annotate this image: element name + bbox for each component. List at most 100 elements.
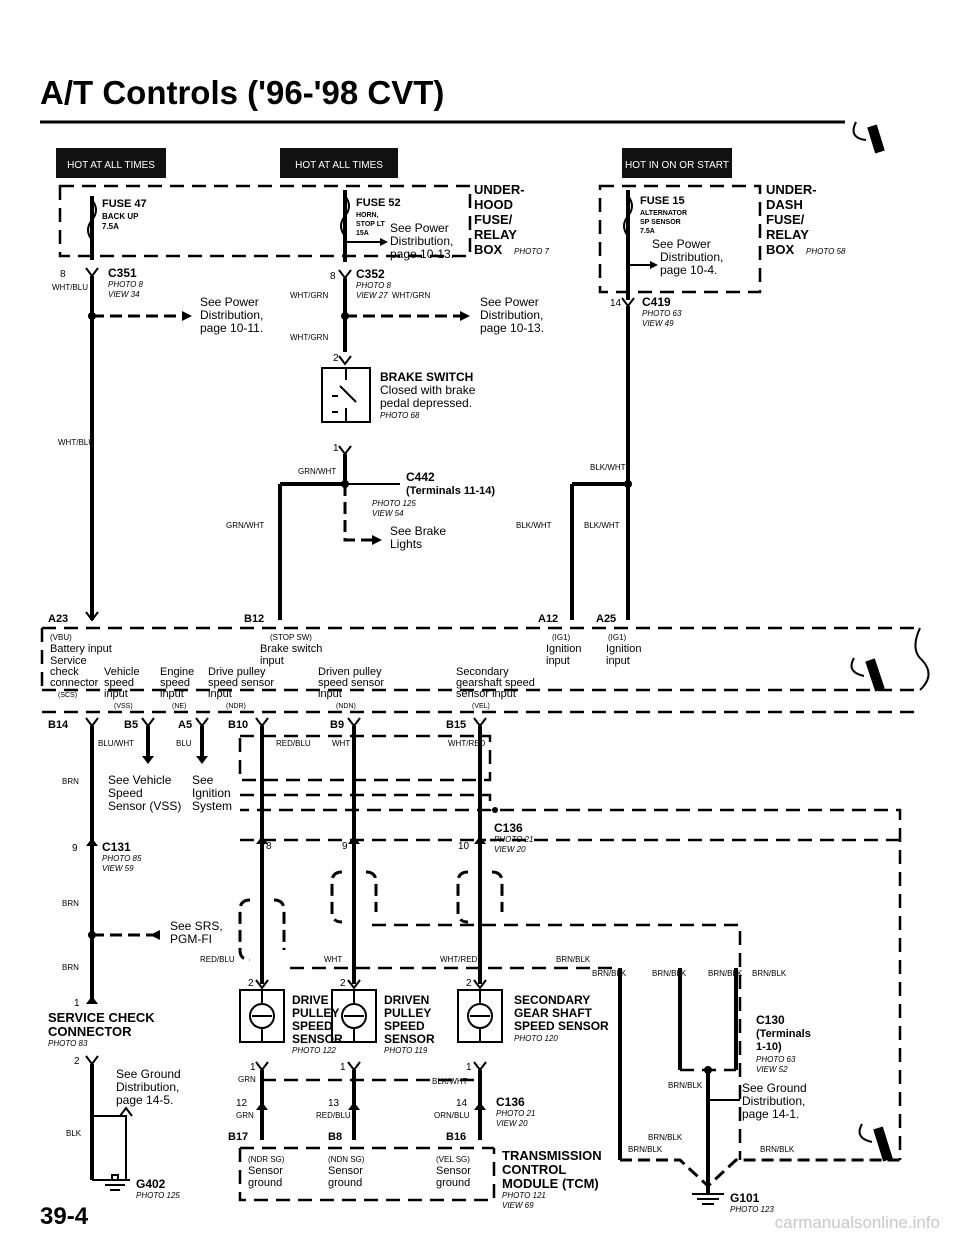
pcm-box-break [914, 627, 930, 691]
brake-pin2-symbol [338, 355, 352, 366]
ref-power-104-3: page 10-4. [660, 263, 717, 277]
fuse47-desc1: BACK UP [102, 212, 139, 221]
dash-box-l5: BOX [766, 242, 795, 257]
page-title: A/T Controls ('96-'98 CVT) [40, 74, 444, 111]
drive-sensor-l1: DRIVE [292, 993, 329, 1007]
c419-photo: PHOTO 63 [642, 309, 682, 318]
ref-power-a-3: page 10-13. [390, 247, 454, 261]
wire-wht-blu-top: WHT/BLU [52, 283, 88, 292]
pcm-pin-a23: A23 [48, 613, 68, 625]
brake-pin1-symbol [338, 445, 352, 456]
c351-photo: PHOTO 8 [108, 280, 144, 289]
pin-8: 8 [266, 841, 272, 852]
shield-drain-1 [500, 808, 902, 1160]
hood-box-l1: UNDER- [474, 182, 525, 197]
ground-branch-arrow-icon [119, 1106, 133, 1117]
c136b-name: C136 [496, 1095, 525, 1109]
pin9-symbol [348, 836, 360, 844]
wire-grn-1: GRN [238, 1075, 256, 1084]
c352-name: C352 [356, 267, 385, 281]
c419-pin: 14 [610, 298, 622, 309]
twist-drive-1 [238, 898, 251, 962]
ref-srs-2: PGM-FI [170, 932, 212, 946]
b5-arrow-icon [142, 756, 154, 764]
wire-brn-blk-6: BRN/BLK [668, 1081, 703, 1090]
svc-pin2-symbol [85, 1055, 99, 1066]
wire-blk-wht-3: BLK/WHT [584, 521, 620, 530]
ref-power-b-1: See Power [480, 295, 539, 309]
pin14-symbol [474, 1102, 486, 1110]
dash-box-l1: UNDER- [766, 182, 817, 197]
fuse52-desc1: HORN, [356, 212, 379, 219]
twist-driven-1 [330, 870, 343, 924]
c419-view: VIEW 49 [642, 319, 674, 328]
fuse52-name: FUSE 52 [356, 197, 401, 209]
pcm-top-text-2a: Brake switch [260, 643, 322, 655]
tcm-sensor-1: Sensor [248, 1165, 283, 1177]
shield-box-2 [240, 793, 492, 812]
tcm-code-1: (NDR SG) [248, 1155, 285, 1164]
svc-conn-l1: SERVICE CHECK [48, 1010, 155, 1025]
power-1013-arrow-icon [460, 311, 470, 321]
pcm-bot-4-code: (NDR) [226, 703, 246, 710]
pin-b14-symbol [85, 717, 99, 728]
hood-box-l3: FUSE/ [474, 212, 513, 227]
wire-brn-blk-8: BRN/BLK [628, 1145, 663, 1154]
c442-sub: (Terminals 11-14) [406, 485, 495, 497]
ground-join-wires [618, 1150, 710, 1186]
margin-mark-1 [852, 121, 867, 141]
c130-sub1: (Terminals [756, 1028, 811, 1040]
pcm-bot-1b: check [50, 666, 79, 678]
pcm-pin-b5: B5 [124, 719, 138, 731]
wire-wht-1: WHT [332, 739, 350, 748]
fuse15-symbol [623, 195, 633, 237]
wire-wht-red-2: WHT/RED [440, 955, 478, 964]
wire-blu: BLU [176, 739, 192, 748]
brake-switch-plunger [332, 395, 338, 413]
pcm-pin-b17: B17 [228, 1131, 248, 1143]
wire-brn-blk-7: BRN/BLK [648, 1133, 683, 1142]
hood-box-l2: HOOD [474, 197, 513, 212]
ref-ground-141-3: page 14-1. [742, 1107, 799, 1121]
c352-pin: 8 [330, 271, 336, 282]
tcm-code-3: (VEL SG) [436, 1155, 470, 1164]
drive-sensor-l2: PULLEY [292, 1006, 339, 1020]
pcm-bot-4a: Drive pulley [208, 666, 266, 678]
pcm-bot-4b: speed sensor [208, 677, 274, 689]
g101-photo: PHOTO 123 [730, 1205, 774, 1214]
wire-brn-blk-5: BRN/BLK [752, 969, 787, 978]
driven-pin1-symbol [347, 1061, 361, 1072]
driven-pin2-symbol [347, 979, 361, 990]
wire-blk-wht-1: BLK/WHT [590, 463, 626, 472]
c419-name: C419 [642, 295, 671, 309]
driven-pin-2: 2 [340, 978, 346, 989]
ref-power-1011-1: See Power [200, 295, 259, 309]
pin-b5-symbol [141, 717, 155, 728]
pcm-top-text-2b: input [260, 655, 284, 667]
drive-sensor-l4: SENSOR [292, 1032, 343, 1046]
twist-sec-2 [491, 870, 504, 912]
tcm-box-outline [238, 1146, 496, 1202]
ref-power-1011-3: page 10-11. [200, 321, 263, 335]
pin-10: 10 [458, 841, 470, 852]
svc-pin-1: 1 [74, 998, 80, 1009]
shield-drain-3 [372, 923, 742, 1160]
wire-brn-blk-4: BRN/BLK [708, 969, 743, 978]
g101-ground-icon [692, 1193, 724, 1205]
pcm-bot-2a: Vehicle [104, 666, 139, 678]
pcm-bot-5a: Driven pulley [318, 666, 382, 678]
pcm-bot-1c: connector [50, 677, 99, 689]
margin-mark-2 [867, 124, 885, 154]
pcm-bot-4c: input [208, 688, 232, 700]
drive-sensor-photo: PHOTO 122 [292, 1046, 336, 1055]
pcm-pin-b12: B12 [244, 613, 264, 625]
g402-lug-icon [111, 1174, 119, 1180]
pcm-top-code-3: (IG1) [552, 633, 571, 642]
wire-brn-3: BRN [62, 963, 79, 972]
wire-grn-wht-2: GRN/WHT [226, 521, 264, 530]
ref-vss-1: See Vehicle [108, 773, 172, 787]
ref-ground-145-1: See Ground [116, 1067, 181, 1081]
dash-box-l2: DASH [766, 197, 803, 212]
svc-conn-l2: CONNECTOR [48, 1024, 132, 1039]
fuse15-arrow-icon [650, 261, 658, 269]
